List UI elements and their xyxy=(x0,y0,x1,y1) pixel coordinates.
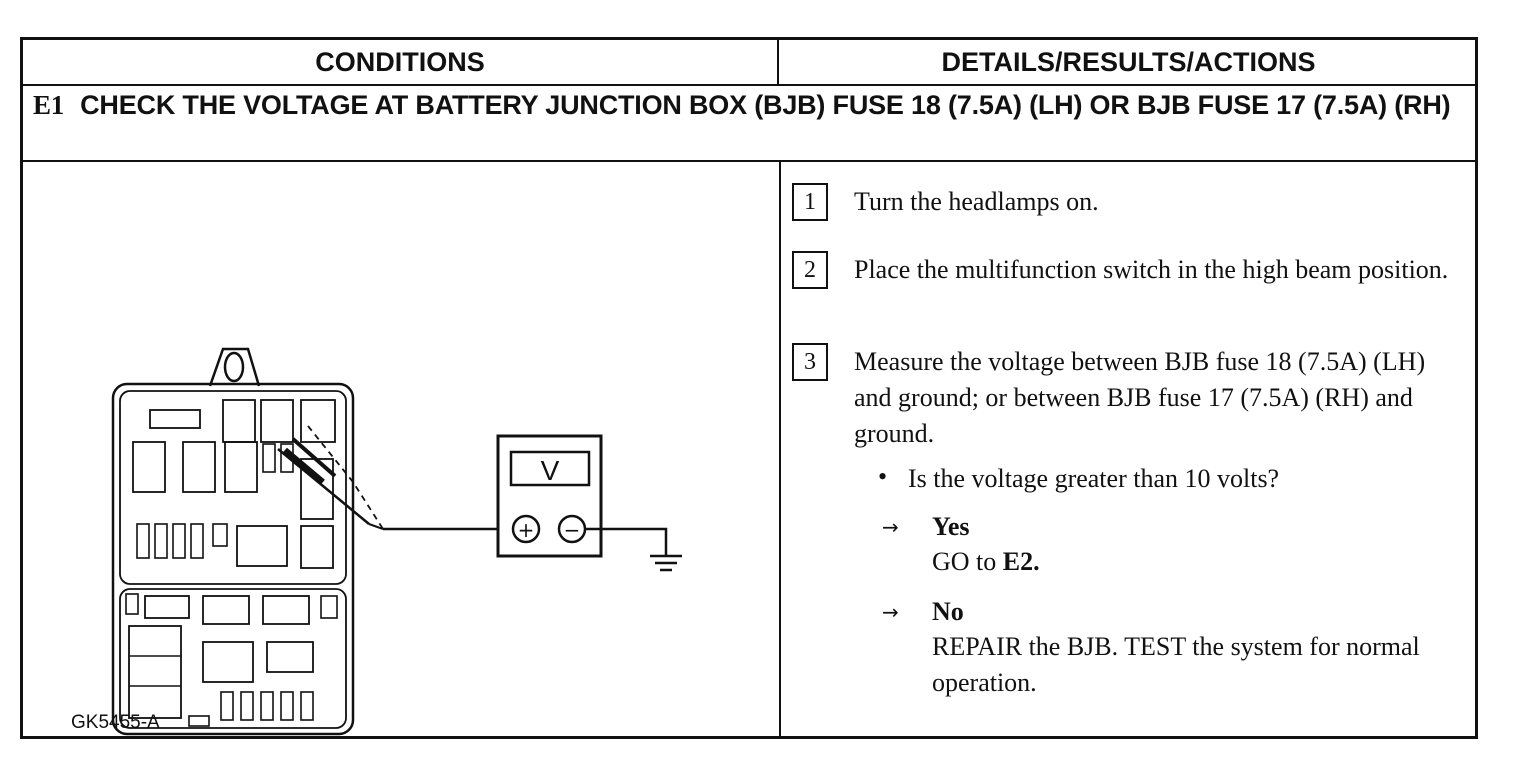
step-id: E1 xyxy=(33,90,65,120)
actions-column: 1 Turn the headlamps on. 2 Place the mul… xyxy=(788,164,1478,739)
yes-action: GO to E2. xyxy=(932,544,1472,580)
question-bullet: • xyxy=(878,462,888,491)
diagnostic-table: CONDITIONS DETAILS/RESULTS/ACTIONS E1 CHE… xyxy=(20,37,1478,739)
column-divider xyxy=(779,162,781,739)
title-divider xyxy=(23,160,1475,162)
question-text: Is the voltage greater than 10 volts? xyxy=(908,464,1280,493)
conditions-header: CONDITIONS xyxy=(23,40,779,84)
step-2-text: Place the multifunction switch in the hi… xyxy=(854,255,1449,284)
yes-label: Yes xyxy=(932,512,970,541)
no-arrow-icon: → xyxy=(882,600,899,624)
step-1-number: 1 xyxy=(792,183,828,221)
step-1-text: Turn the headlamps on. xyxy=(854,187,1099,216)
step-3-text: Measure the voltage between BJB fuse 18 … xyxy=(854,347,1426,448)
fuse-box-diagram: V + − GK5455-A xyxy=(23,164,778,739)
yes-arrow-icon: → xyxy=(882,515,899,539)
no-action: REPAIR the BJB. TEST the system for norm… xyxy=(932,632,1420,697)
bjb-wiring-illustration: V + − xyxy=(111,347,682,736)
yes-action-prefix: GO to xyxy=(932,547,1003,576)
step-title-text: CHECK THE VOLTAGE AT BATTERY JUNCTION BO… xyxy=(80,90,1451,120)
step-title: E1 CHECK THE VOLTAGE AT BATTERY JUNCTION … xyxy=(33,88,1463,122)
minus-terminal: − xyxy=(564,518,581,542)
header-divider xyxy=(23,84,1475,86)
step-3-number: 3 xyxy=(792,343,828,381)
step-2-number: 2 xyxy=(792,251,828,289)
plus-terminal: + xyxy=(518,518,535,542)
figure-label: GK5455-A xyxy=(71,712,160,733)
meter-label: V xyxy=(541,455,560,486)
yes-action-target[interactable]: E2. xyxy=(1002,547,1040,576)
details-header: DETAILS/RESULTS/ACTIONS xyxy=(941,47,1316,77)
no-label: No xyxy=(932,597,964,626)
